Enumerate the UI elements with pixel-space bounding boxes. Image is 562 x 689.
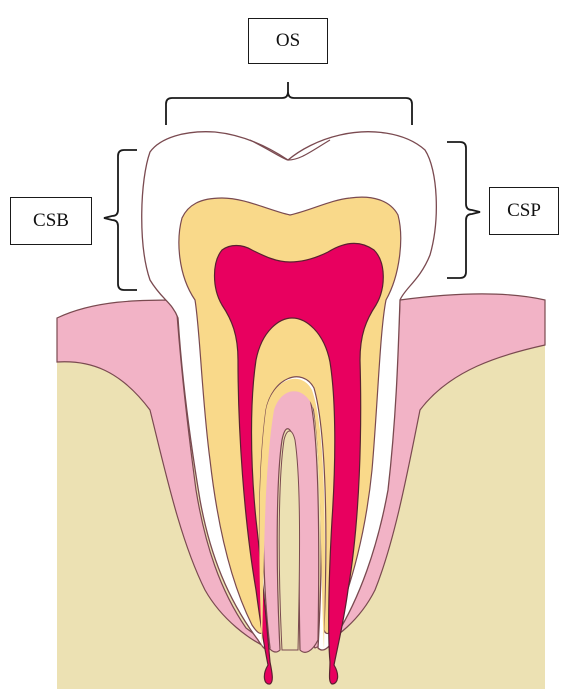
occlusal-surface-label: OS	[248, 18, 328, 64]
palatal-surface-label: CSP	[489, 187, 559, 235]
bone-inter-root	[279, 431, 299, 650]
buccal-surface-label: CSB	[10, 197, 92, 245]
bracket-csp	[447, 142, 480, 278]
bracket-csb	[104, 150, 137, 290]
bracket-os	[166, 82, 412, 125]
